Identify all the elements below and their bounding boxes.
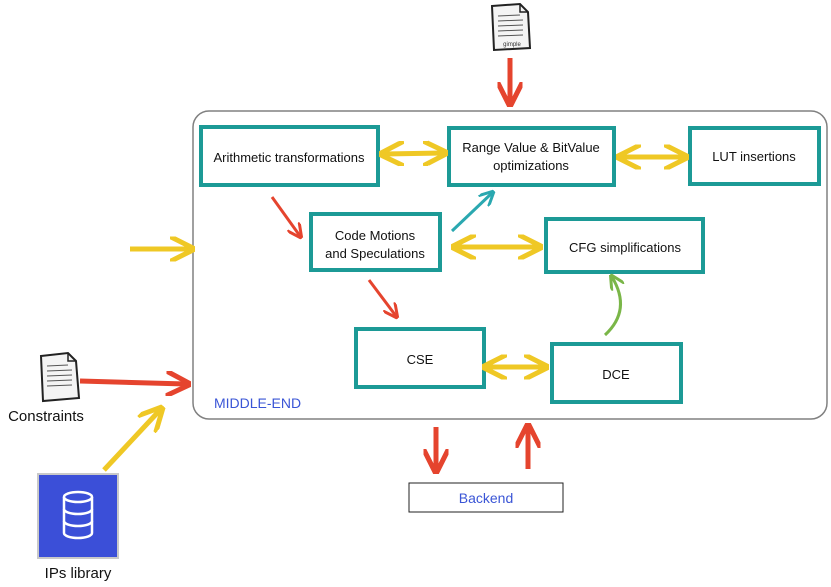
box-range-label-line2: optimizations (493, 158, 569, 173)
middle-end-label: MIDDLE-END (214, 395, 301, 411)
arrow-arith-to-code (270, 196, 300, 236)
backend-box: Backend (408, 482, 564, 513)
box-range-value-bitvalue: Range Value & BitValue optimizations (447, 126, 616, 187)
box-range-label-line1: Range Value & BitValue (462, 140, 600, 155)
box-arithmetic-label: Arithmetic transformations (214, 150, 365, 165)
document-icon (39, 351, 81, 403)
constraints-label: Constraints (8, 408, 84, 425)
arrow-dce-to-cfg (603, 277, 621, 337)
box-code-label-line2: and Speculations (325, 246, 425, 261)
arrow-constraints-in (79, 381, 186, 384)
box-dce: DCE (550, 342, 683, 404)
middle-end-frame (192, 110, 828, 420)
arrow-ips-to-frame (102, 410, 160, 472)
box-cfg-simplifications: CFG simplifications (544, 217, 705, 274)
box-lut-label: LUT insertions (712, 149, 796, 164)
gimple-label: gimple (503, 42, 521, 48)
backend-label: Backend (459, 490, 513, 506)
arrow-arith-range (384, 153, 443, 154)
box-cse-label: CSE (407, 352, 434, 367)
box-dce-label: DCE (602, 367, 630, 382)
gimple-document: gimple (490, 2, 532, 52)
box-cse: CSE (354, 327, 486, 389)
box-cfg-label: CFG simplifications (569, 240, 681, 255)
box-lut-insertions: LUT insertions (688, 126, 821, 186)
document-icon (490, 2, 532, 52)
box-code-label-line1: Code Motions (335, 228, 416, 243)
database-icon (62, 490, 94, 540)
box-arithmetic-transformations: Arithmetic transformations (199, 125, 380, 187)
box-code-motions: Code Motions and Speculations (309, 212, 442, 272)
arrow-code-to-range (450, 193, 492, 233)
constraints-document (39, 351, 81, 403)
ips-library-label: IPs library (45, 565, 112, 582)
arrow-code-to-cse (367, 279, 396, 316)
ips-library (37, 473, 119, 559)
